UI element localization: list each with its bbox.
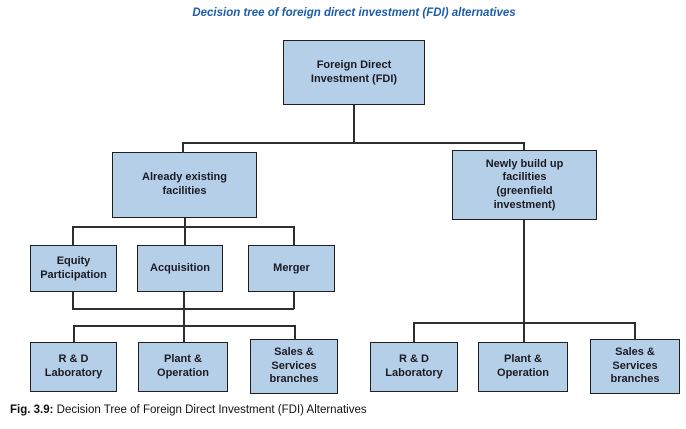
figure-caption: Fig. 3.9: Decision Tree of Foreign Direc… — [10, 404, 367, 416]
connector-line — [72, 226, 74, 246]
node-newly-build-up-facilities: Newly build up facilities (greenfield in… — [452, 150, 597, 220]
connector-line — [72, 292, 74, 309]
connector-line — [72, 226, 294, 228]
connector-line — [634, 322, 636, 340]
connector-line — [183, 292, 185, 309]
connector-line — [293, 292, 295, 309]
node-plant-operation-left: Plant & Operation — [138, 342, 228, 392]
node-rd-laboratory-left: R & D Laboratory — [30, 342, 117, 392]
diagram-title: Decision tree of foreign direct investme… — [192, 7, 516, 19]
figure-caption-label: Fig. 3.9: — [10, 404, 54, 416]
figure-caption-text: Decision Tree of Foreign Direct Investme… — [53, 404, 367, 416]
node-plant-operation-right: Plant & Operation — [478, 342, 568, 392]
connector-line — [73, 325, 75, 343]
node-already-existing-facilities: Already existing facilities — [112, 152, 257, 218]
connector-line — [523, 322, 525, 343]
connector-line — [73, 325, 295, 327]
connector-line — [413, 322, 415, 343]
node-merger: Merger — [248, 245, 335, 292]
node-foreign-direct-investment: Foreign Direct Investment (FDI) — [283, 40, 425, 105]
connector-line — [182, 142, 525, 144]
connector-line — [182, 142, 184, 153]
node-sales-services-branches-right: Sales & Services branches — [590, 339, 680, 394]
connector-line — [294, 325, 296, 340]
connector-line — [523, 142, 525, 151]
connector-line — [293, 226, 295, 246]
node-equity-participation: Equity Participation — [30, 245, 117, 292]
node-rd-laboratory-right: R & D Laboratory — [370, 342, 458, 392]
connector-line — [353, 105, 355, 143]
connector-line — [523, 220, 525, 324]
node-acquisition: Acquisition — [137, 245, 223, 292]
node-sales-services-branches-left: Sales & Services branches — [250, 339, 338, 394]
connector-line — [184, 218, 186, 246]
